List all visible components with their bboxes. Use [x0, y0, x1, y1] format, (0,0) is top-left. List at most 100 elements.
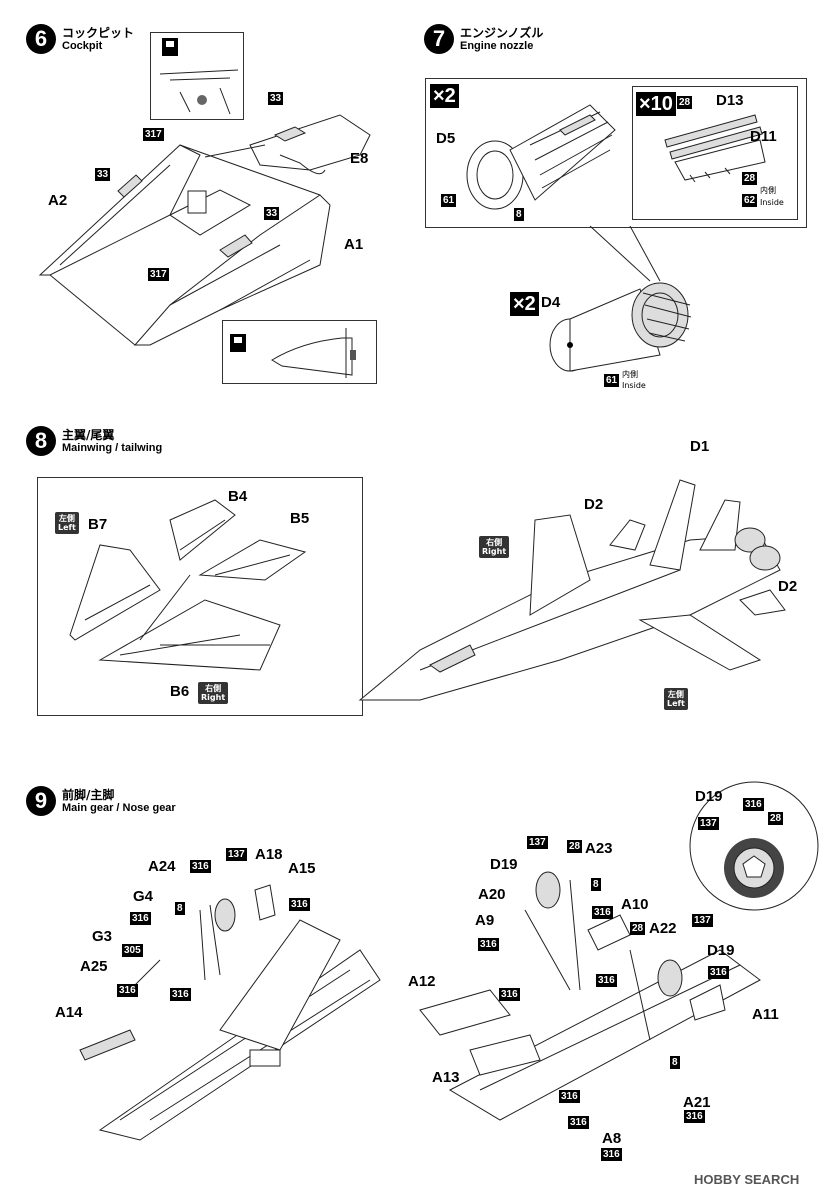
label-d19-detail: D19 [695, 788, 723, 805]
code-137-detail: 137 [698, 817, 719, 830]
code-317-canopy: 317 [143, 128, 164, 141]
label-a14: A14 [55, 1004, 83, 1021]
step-7-title-jp: エンジンノズル [460, 26, 544, 40]
code-8-nozzle: 8 [514, 208, 524, 221]
label-d2-bottom: D2 [778, 578, 798, 595]
label-a1: A1 [344, 236, 364, 253]
label-a18: A18 [255, 846, 283, 863]
step-9-title-jp: 前脚/主脚 [62, 788, 115, 802]
code-28-petal-bottom: 28 [742, 172, 758, 185]
multiplier-x10-petals: ×10 [636, 92, 676, 116]
code-316-a10: 316 [592, 906, 613, 919]
label-d19-second: D19 [707, 942, 735, 959]
code-62-petal: 62 [742, 194, 758, 207]
aircraft-plan-drawing [358, 479, 786, 701]
label-d5: D5 [436, 130, 456, 147]
label-d2-top: D2 [584, 496, 604, 513]
label-a9: A9 [475, 912, 495, 929]
label-a2: A2 [48, 192, 68, 209]
code-316-g4: 316 [130, 912, 151, 925]
label-a11: A11 [752, 1006, 779, 1023]
wing-parts-drawing [69, 499, 307, 671]
code-316-d19: 316 [708, 966, 729, 979]
multiplier-x2-nozzle: ×2 [430, 84, 459, 108]
step-6-number: 6 [26, 24, 56, 54]
step-6-title-jp: コックピット [62, 26, 135, 40]
label-a24: A24 [148, 858, 176, 875]
code-137-a22: 137 [692, 914, 713, 927]
nozzle-d5-drawing [466, 104, 616, 210]
step-7-number: 7 [424, 24, 454, 54]
wheel-d19-detail [689, 781, 819, 911]
code-316-a15: 316 [289, 898, 310, 911]
code-8-nose: 8 [175, 902, 185, 915]
code-8-main: 8 [591, 878, 601, 891]
left-badge-jp: 左側 [58, 514, 75, 523]
code-33-cockpit-top: 33 [268, 92, 284, 105]
code-28-petal-top: 28 [677, 96, 693, 109]
label-b6: B6 [170, 683, 190, 700]
code-316-a25: 316 [117, 984, 138, 997]
step-8-title-jp: 主翼/尾翼 [62, 428, 115, 442]
step-9-number: 9 [26, 786, 56, 816]
label-d11: D11 [750, 128, 777, 145]
step-7-title-en: Engine nozzle [460, 40, 534, 52]
nozzle-connector-lines [589, 225, 661, 282]
code-61-d5: 61 [441, 194, 457, 207]
label-a13: A13 [432, 1069, 460, 1086]
label-d19-main: D19 [490, 856, 518, 873]
label-e8: E8 [350, 150, 369, 167]
label-a23: A23 [585, 840, 613, 857]
label-g4: G4 [133, 888, 154, 905]
label-g3: G3 [92, 928, 113, 945]
code-28-detail: 28 [768, 812, 784, 825]
code-61-d4: 61 [604, 374, 620, 387]
left-badge-plane-en: Left [667, 699, 685, 708]
label-a15: A15 [288, 860, 316, 877]
code-28-main-wheel: 28 [567, 840, 583, 853]
main-gear-drawing [419, 871, 761, 1121]
code-316-detail: 316 [743, 798, 764, 811]
label-d4: D4 [541, 294, 561, 311]
cockpit-detail-inset-top-drawing [159, 38, 239, 115]
right-badge-en: Right [201, 693, 226, 702]
label-a12: A12 [408, 973, 436, 990]
inside-note-en-petal: Inside [760, 198, 784, 207]
code-137-a18: 137 [226, 848, 247, 861]
cockpit-detail-inset-bottom-drawing [230, 328, 356, 378]
code-316-a12: 316 [499, 988, 520, 1001]
label-a8: A8 [602, 1130, 622, 1147]
code-137-main-wheel: 137 [527, 836, 548, 849]
label-b4: B4 [228, 488, 248, 505]
right-badge-jp: 右側 [205, 684, 222, 693]
nose-gear-drawing [79, 884, 381, 1141]
code-316-strut: 316 [596, 974, 617, 987]
code-316-nose-bay: 316 [170, 988, 191, 1001]
right-badge-plane-en: Right [482, 547, 507, 556]
code-33-canopy: 33 [95, 168, 111, 181]
code-305: 305 [122, 944, 143, 957]
inside-note-en-d4: Inside [622, 381, 646, 390]
watermark: HOBBY SEARCH [694, 1172, 800, 1187]
code-33-fuselage: 33 [264, 207, 280, 220]
step-6-title-en: Cockpit [62, 40, 103, 52]
nozzle-d4-drawing [549, 282, 692, 372]
right-badge-plane-jp: 右側 [486, 538, 503, 547]
code-316-a13: 316 [559, 1090, 580, 1103]
cockpit-assembly-drawing [38, 114, 371, 346]
nozzle-petals-drawing [664, 114, 766, 183]
code-28-a22: 28 [630, 922, 646, 935]
label-d13: D13 [716, 92, 744, 109]
label-a25: A25 [80, 958, 108, 975]
label-a22: A22 [649, 920, 677, 937]
label-d1: D1 [690, 438, 710, 455]
code-316-a8-upper: 316 [568, 1116, 589, 1129]
code-8-a21: 8 [670, 1056, 680, 1069]
label-b7: B7 [88, 516, 108, 533]
left-badge-plane-jp: 左側 [667, 690, 684, 699]
label-a20: A20 [478, 886, 506, 903]
inside-note-jp-d4: 内側 [622, 370, 638, 379]
